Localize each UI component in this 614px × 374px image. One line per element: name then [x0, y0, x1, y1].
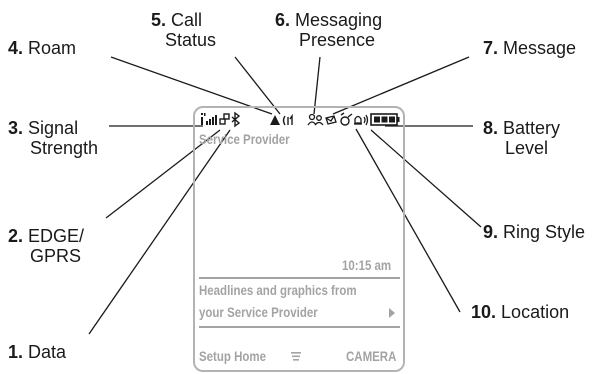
divider [199, 277, 400, 279]
chevron-right-icon[interactable] [389, 308, 395, 318]
call-status-icon [282, 113, 293, 126]
menu-icon[interactable] [291, 351, 301, 362]
callout-label: Battery [503, 118, 561, 138]
leader-location [355, 128, 461, 313]
callout-label: Messaging [295, 10, 383, 30]
clock: 10:15 am [342, 257, 392, 273]
battery-level-icon [370, 113, 400, 126]
callout-signal-strength: 3. Signal Strength [8, 118, 98, 158]
location-icon [340, 112, 353, 126]
phone-display [193, 106, 405, 372]
signal-strength-icon [201, 113, 217, 125]
callout-battery-level: 8. Battery Level [483, 118, 560, 158]
callout-label-line2: Level [505, 138, 549, 158]
callout-label-line2: Status [165, 30, 217, 50]
callout-number: 6. [275, 10, 291, 30]
callout-label-line2: GPRS [30, 246, 82, 266]
callout-location: 10. Location [471, 302, 569, 322]
callout-number: 10. [471, 302, 497, 322]
leader-edge [105, 129, 221, 219]
callout-label: EDGE/ [28, 226, 85, 246]
message-icon [325, 115, 337, 125]
callout-label: Ring Style [503, 222, 586, 242]
softkey-left[interactable]: Setup Home [199, 348, 266, 364]
callout-message: 7. Message [483, 38, 576, 58]
callout-number: 7. [483, 38, 499, 58]
divider [199, 326, 400, 328]
callout-label: Signal [28, 118, 79, 138]
data-icon [231, 111, 241, 128]
callout-label: Location [501, 302, 570, 322]
ring-style-icon [354, 114, 369, 126]
callout-edge-gprs: 2. EDGE/ GPRS [8, 226, 84, 266]
callout-number: 1. [8, 342, 24, 362]
callout-label-line2: Presence [299, 30, 376, 50]
leader-messaging-presence [313, 56, 321, 115]
leader-message [332, 56, 470, 115]
callout-ring-style: 9. Ring Style [483, 222, 585, 242]
callout-data: 1. Data [8, 342, 66, 362]
callout-number: 4. [8, 38, 24, 58]
callout-messaging-presence: 6. Messaging Presence [275, 10, 382, 50]
headline-line-1[interactable]: Headlines and graphics from [199, 282, 357, 298]
callout-label: Message [503, 38, 577, 58]
callout-number: 9. [483, 222, 499, 242]
callout-number: 8. [483, 118, 499, 138]
messaging-presence-icon [307, 113, 324, 126]
leader-roam [110, 56, 273, 115]
roam-icon [270, 115, 280, 125]
leader-ring [370, 129, 482, 228]
callout-number: 5. [151, 10, 167, 30]
callout-call-status: 5. Call Status [151, 10, 216, 50]
callout-label: Data [28, 342, 67, 362]
edge-gprs-icon [219, 113, 230, 125]
leader-data [88, 129, 231, 335]
callout-label: Roam [28, 38, 77, 58]
service-provider-label: Service Provider [199, 131, 290, 147]
headline-line-2[interactable]: your Service Provider [199, 304, 318, 320]
status-bar [201, 111, 400, 128]
callout-number: 2. [8, 226, 24, 246]
leader-call-status [234, 56, 281, 115]
softkey-right[interactable]: CAMERA [346, 348, 397, 364]
callout-roam: 4. Roam [8, 38, 76, 58]
callout-label-line2: Strength [30, 138, 99, 158]
callout-label: Call [171, 10, 203, 30]
callout-number: 3. [8, 118, 24, 138]
